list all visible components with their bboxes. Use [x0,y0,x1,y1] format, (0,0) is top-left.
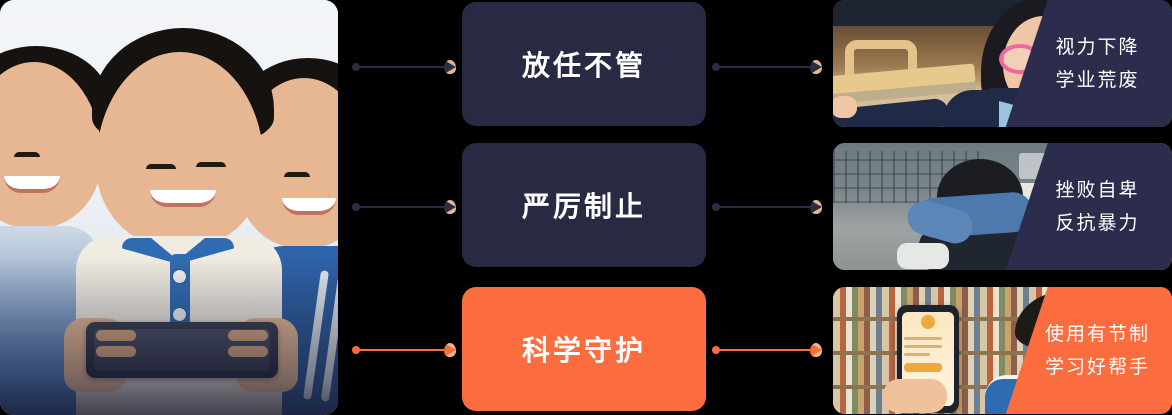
arrow-box-to-outcome-3 [712,340,822,360]
shelf-board-2 [833,351,1172,355]
hero-photo-three-boys-with-phone [0,0,338,415]
outcome-line-2: 学习好帮手 [1044,356,1150,378]
arrow-line [358,206,444,208]
screen-text-line-1 [904,337,942,340]
strategy-box-3[interactable]: 科学守护 [462,287,706,411]
strategy-box-2[interactable]: 严厉制止 [462,143,706,267]
outcome-panel-1[interactable]: 视力下降 学业荒废 [833,0,1172,127]
arrow-start-dot [352,63,360,71]
arrow-line [358,349,444,351]
arrow-start-dot [712,63,720,71]
outcome-line-2: 反抗暴力 [1055,212,1140,234]
arrow-head-icon [810,343,822,357]
arrow-line [718,66,810,68]
outcome-panel-2[interactable]: 挫败自卑 反抗暴力 [833,143,1172,270]
outcome-line-2: 学业荒废 [1055,69,1140,91]
app-logo-icon [921,315,935,329]
outcome-overlay-1: 视力下降 学业荒废 [1005,0,1172,127]
hero-bottom-shade [0,0,338,415]
screen-cta-button [904,363,942,372]
boy-hand-holding-phone [883,379,947,413]
screen-text-line-3 [904,353,930,356]
arrow-hero-to-box-1 [352,57,456,77]
arrow-start-dot [352,346,360,354]
arrow-head-icon [444,343,456,357]
arrow-box-to-outcome-2 [712,197,822,217]
arrow-start-dot [352,203,360,211]
screen-text-line-2 [904,345,942,348]
arrow-start-dot [712,346,720,354]
arrow-line [718,349,810,351]
arrow-head-icon [444,200,456,214]
arrow-head-icon [444,60,456,74]
arrow-head-icon [810,200,822,214]
outcome-line-1: 挫败自卑 [1055,179,1140,201]
strategy-box-1[interactable]: 放任不管 [462,2,706,126]
arrow-start-dot [712,203,720,211]
arrow-line [718,206,810,208]
arrow-line [358,66,444,68]
arrow-box-to-outcome-1 [712,57,822,77]
outcome-line-1: 使用有节制 [1044,323,1150,345]
arrow-hero-to-box-3 [352,340,456,360]
boy-sneaker [897,243,949,269]
outcome-panel-3[interactable]: 使用有节制 学习好帮手 [833,287,1172,414]
outcome-line-1: 视力下降 [1055,36,1140,58]
arrow-head-icon [810,60,822,74]
girl-hand-with-pen [833,96,857,118]
arrow-hero-to-box-2 [352,197,456,217]
shelf-board-1 [833,317,1172,321]
